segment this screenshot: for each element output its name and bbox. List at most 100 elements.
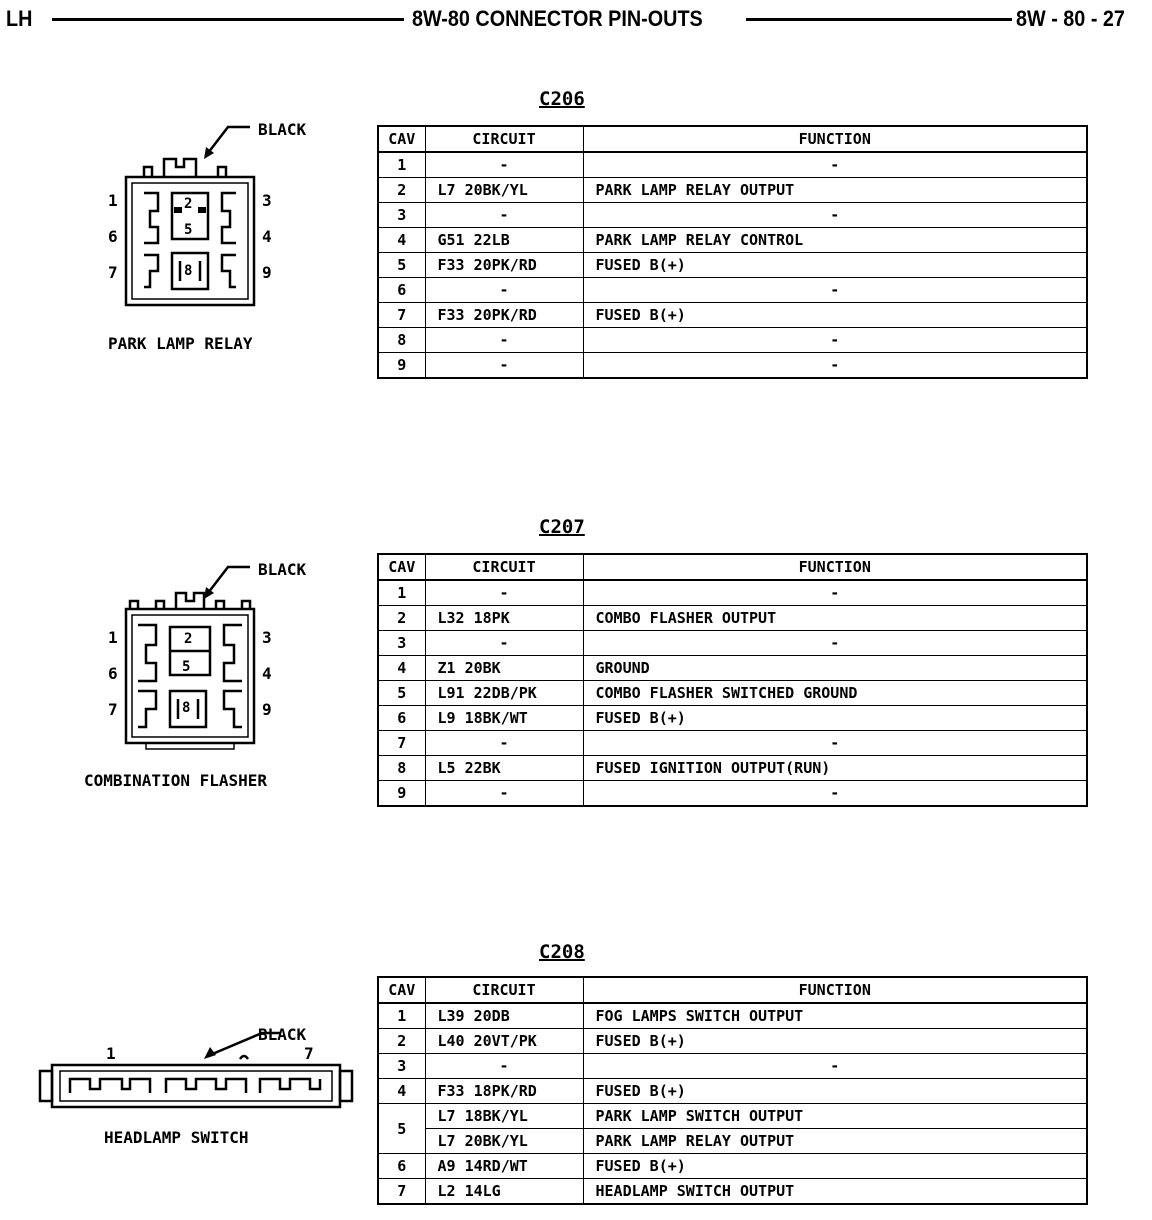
function-cell: GROUND <box>582 655 1088 681</box>
circuit-cell: L5 22BK <box>424 755 584 781</box>
c207-inner-label: 5 <box>182 659 191 675</box>
header-rule-left <box>52 18 404 21</box>
cav-cell: 6 <box>377 705 426 731</box>
cav-cell: 5 <box>377 252 426 278</box>
circuit-cell: L39 20DB <box>424 1002 584 1029</box>
circuit-cell: - <box>424 780 584 807</box>
cav-cell: 4 <box>377 227 426 253</box>
cav-cell: 8 <box>377 755 426 781</box>
cav-cell: 6 <box>377 277 426 303</box>
cav-cell: 3 <box>377 1053 426 1079</box>
cav-cell: 2 <box>377 605 426 631</box>
function-cell: - <box>582 630 1088 656</box>
circuit-cell: - <box>424 1053 584 1079</box>
cav-cell: 7 <box>377 1178 426 1205</box>
cav-cell: 6 <box>377 1153 426 1179</box>
column-header: FUNCTION <box>582 125 1088 153</box>
column-header: FUNCTION <box>582 553 1088 581</box>
c207-pin-label: 1 <box>108 628 118 647</box>
circuit-cell: - <box>424 579 584 606</box>
cav-cell: 3 <box>377 202 426 228</box>
page-header: LH 8W-80 CONNECTOR PIN-OUTS 8W - 80 - 27 <box>0 4 1152 34</box>
column-header: CIRCUIT <box>424 976 584 1004</box>
circuit-cell: L40 20VT/PK <box>424 1028 584 1054</box>
column-header: CAV <box>377 976 426 1004</box>
table-row: 1-- <box>377 579 1088 606</box>
connector-c207-title: C207 <box>539 516 585 538</box>
circuit-cell: - <box>424 730 584 756</box>
c206-color-label: BLACK <box>258 120 307 139</box>
c207-pin-label: 3 <box>262 628 272 647</box>
circuit-cell: L91 22DB/PK <box>424 680 584 706</box>
cav-cell: 1 <box>377 579 426 606</box>
function-cell: FUSED B(+) <box>582 252 1088 278</box>
circuit-cell: Z1 20BK <box>424 655 584 681</box>
table-row: 6-- <box>377 277 1088 303</box>
cav-cell: 9 <box>377 780 426 807</box>
c206-pin-label: 3 <box>262 191 272 210</box>
cav-cell: 1 <box>377 1002 426 1029</box>
function-cell: FUSED B(+) <box>582 1028 1088 1054</box>
header-rule-right <box>746 18 1012 21</box>
c206-inner-label: 2 <box>184 196 193 212</box>
c207-color-label: BLACK <box>258 560 307 579</box>
table-header-row: CAV CIRCUIT FUNCTION <box>377 976 1088 1004</box>
circuit-cell: A9 14RD/WT <box>424 1153 584 1179</box>
function-cell: PARK LAMP SWITCH OUTPUT <box>582 1103 1088 1129</box>
table-row: 3-- <box>377 202 1088 228</box>
function-cell: FOG LAMPS SWITCH OUTPUT <box>582 1002 1088 1029</box>
c207-pin-label: 4 <box>262 664 272 683</box>
function-cell: FUSED B(+) <box>582 1153 1088 1179</box>
circuit-cell: L2 14LG <box>424 1178 584 1205</box>
c206-inner-label: 8 <box>184 263 193 279</box>
function-cell: HEADLAMP SWITCH OUTPUT <box>582 1178 1088 1205</box>
circuit-cell: L7 20BK/YL <box>424 1128 584 1154</box>
circuit-cell: - <box>424 630 584 656</box>
table-header-row: CAV CIRCUIT FUNCTION <box>377 125 1088 153</box>
cav-cell: 5 <box>377 1103 426 1154</box>
cav-cell: 2 <box>377 1028 426 1054</box>
circuit-cell: - <box>424 327 584 353</box>
function-cell: COMBO FLASHER OUTPUT <box>582 605 1088 631</box>
function-cell: - <box>582 730 1088 756</box>
column-header: FUNCTION <box>582 976 1088 1004</box>
function-cell: COMBO FLASHER SWITCHED GROUND <box>582 680 1088 706</box>
cav-cell: 9 <box>377 352 426 379</box>
circuit-cell: L9 18BK/WT <box>424 705 584 731</box>
c206-pin-label: 7 <box>108 263 118 282</box>
c206-pin-label: 1 <box>108 191 118 210</box>
c207-connector-diagram <box>124 565 256 750</box>
function-cell: - <box>582 780 1088 807</box>
header-title: 8W-80 CONNECTOR PIN-OUTS <box>412 6 703 31</box>
c207-pin-label: 9 <box>262 700 272 719</box>
cav-cell: 7 <box>377 302 426 328</box>
c206-pin-label: 6 <box>108 227 118 246</box>
function-cell: - <box>582 327 1088 353</box>
circuit-cell: F33 20PK/RD <box>424 302 584 328</box>
function-cell: - <box>582 277 1088 303</box>
table-row: 3-- <box>377 1053 1088 1079</box>
c207-inner-label: 2 <box>184 631 193 647</box>
circuit-cell: F33 20PK/RD <box>424 252 584 278</box>
function-cell: PARK LAMP RELAY OUTPUT <box>582 1128 1088 1154</box>
function-cell: FUSED B(+) <box>582 1078 1088 1104</box>
cav-cell: 1 <box>377 151 426 178</box>
c208-color-label: BLACK <box>258 1025 307 1044</box>
table-row: 1-- <box>377 151 1088 178</box>
column-header: CIRCUIT <box>424 553 584 581</box>
function-cell: - <box>582 202 1088 228</box>
